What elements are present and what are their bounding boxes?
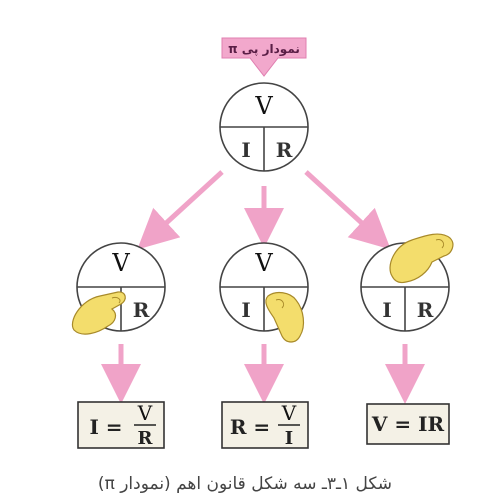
center-circle-voltage: V <box>254 249 273 277</box>
left-circle-voltage: V <box>111 249 130 277</box>
circle-solve-current: V R <box>71 242 166 335</box>
formula-current-numerator: V <box>137 401 153 425</box>
formula-voltage-text: V = IR <box>371 412 445 436</box>
circle-solve-resistance: V I <box>219 242 309 343</box>
finger-icon <box>389 233 454 284</box>
top-circle-voltage: V <box>254 92 273 120</box>
figure-caption: شکل ۱ـ۳ـ سه شکل قانون اهم (نمودار π) <box>97 474 393 494</box>
right-circle-current: I <box>382 298 391 322</box>
circle-solve-voltage: I R <box>360 233 454 332</box>
arrow-right <box>304 170 391 250</box>
branch-arrows <box>137 170 391 250</box>
formula-resistance-lhs: R = <box>230 415 270 439</box>
left-circle-resistance: R <box>133 298 150 322</box>
finger-icon <box>71 291 126 335</box>
center-circle-current: I <box>241 298 250 322</box>
arrow-left <box>137 170 224 250</box>
formula-resistance-denominator: I <box>285 428 293 449</box>
header-arrow-label: نمودار پی π <box>221 37 307 77</box>
top-circle-resistance: R <box>276 138 293 162</box>
top-circle-current: I <box>241 138 250 162</box>
finger-icon <box>265 291 305 343</box>
formula-resistance: R = V I <box>221 401 309 449</box>
formula-current: I = V R <box>77 401 165 449</box>
header-label: نمودار پی π <box>228 42 300 57</box>
formula-current-denominator: R <box>138 428 154 449</box>
result-arrows <box>101 344 425 404</box>
formula-voltage: V = IR <box>366 403 450 445</box>
formula-current-lhs: I = <box>89 415 122 439</box>
right-circle-resistance: R <box>417 298 434 322</box>
top-pi-circle: V I R <box>219 82 309 172</box>
formula-resistance-numerator: V <box>281 401 297 425</box>
